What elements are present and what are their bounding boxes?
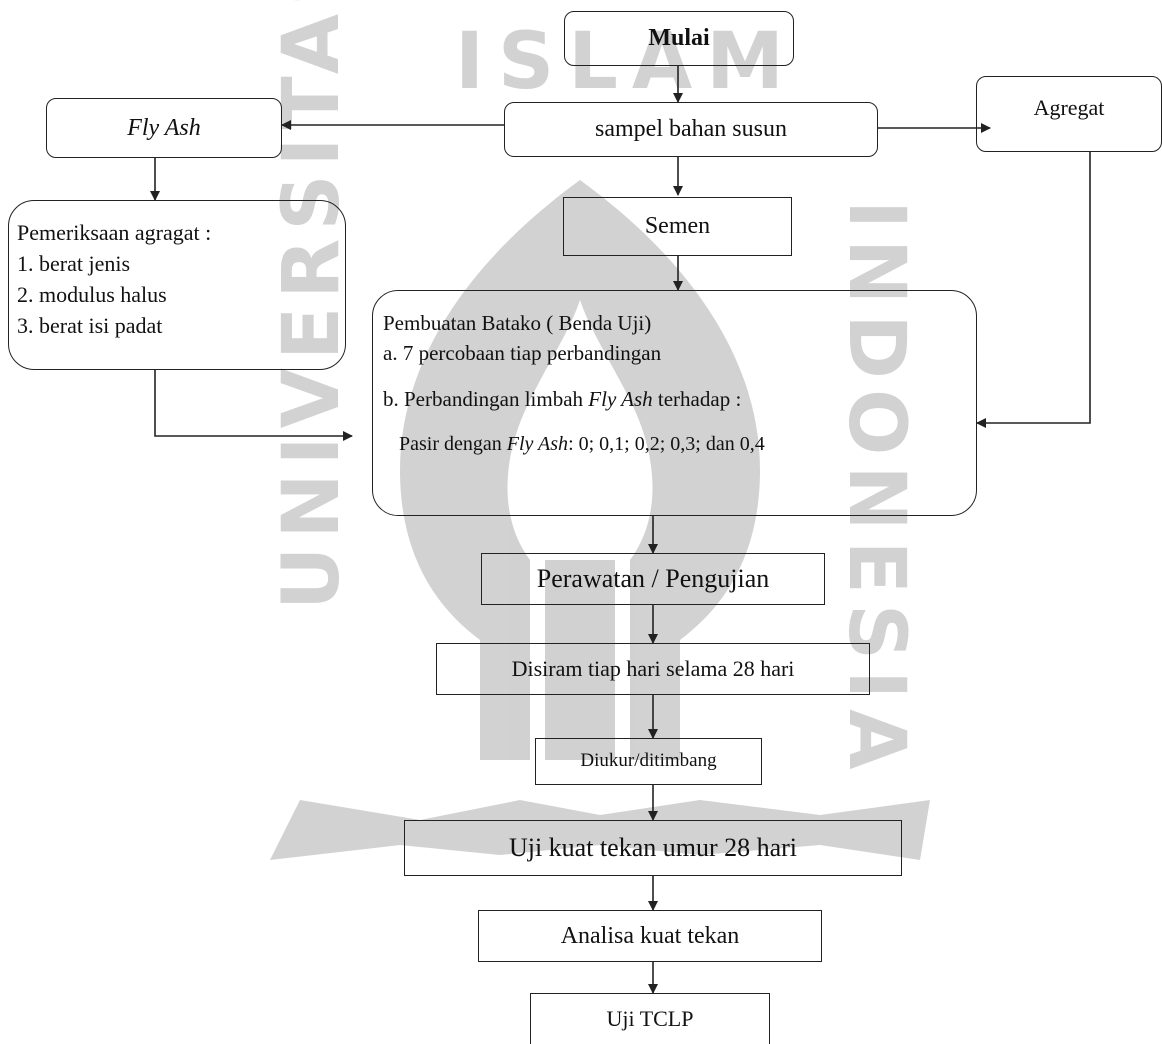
arrow-inspection-to-production (154, 370, 353, 441)
analysis-node: Analisa kuat tekan (478, 910, 822, 962)
production-line-b-text: b. Perbandingan limbah (383, 387, 589, 411)
aggregate-node: Agregat (976, 76, 1162, 152)
tclp-label: Uji TCLP (606, 1005, 694, 1031)
curing-node: Perawatan / Pengujian (481, 553, 825, 605)
cement-label: Semen (644, 213, 711, 240)
sample-node: sampel bahan susun (504, 102, 878, 157)
inspection-item: 3. berat isi padat (17, 313, 163, 338)
arrow-aggregate-to-production (976, 152, 1091, 428)
production-line-c-tail: : 0; 0,1; 0,2; 0,3; dan 0,4 (568, 433, 765, 455)
production-line-a: a. 7 percobaan tiap perbandingan (383, 341, 662, 365)
production-node: Pembuatan Batako ( Benda Uji) a. 7 perco… (372, 290, 977, 516)
compress-test-node: Uji kuat tekan umur 28 hari (404, 820, 902, 876)
compress-test-label: Uji kuat tekan umur 28 hari (508, 833, 798, 863)
tclp-node: Uji TCLP (530, 993, 770, 1044)
start-node: Mulai (564, 11, 794, 66)
aggregate-label: Agregat (1033, 95, 1105, 120)
measure-node: Diukur/ditimbang (535, 738, 762, 785)
start-label: Mulai (648, 25, 710, 52)
production-line-c: Pasir dengan Fly Ash: 0; 0,1; 0,2; 0,3; … (399, 432, 765, 456)
analysis-label: Analisa kuat tekan (560, 922, 740, 949)
inspection-item: 2. modulus halus (17, 282, 167, 307)
production-line-b-tail: terhadap : (652, 387, 742, 411)
measure-label: Diukur/ditimbang (580, 750, 717, 772)
inspection-title: Pemeriksaan agragat : (17, 220, 212, 245)
flyash-node: Fly Ash (46, 98, 282, 158)
svg-text:UNIVERSITAS: UNIVERSITAS (267, 0, 357, 610)
flyash-label: Fly Ash (127, 114, 201, 141)
production-line-c-emphasis: Fly Ash (506, 433, 569, 455)
watering-label: Disiram tiap hari selama 28 hari (511, 655, 795, 681)
svg-text:ISLAM: ISLAM (455, 17, 798, 107)
cement-node: Semen (563, 197, 792, 256)
inspection-node: Pemeriksaan agragat : 1. berat jenis 2. … (8, 200, 346, 370)
svg-text:INDONESIA: INDONESIA (831, 200, 921, 779)
sample-label: sampel bahan susun (595, 116, 787, 143)
watering-node: Disiram tiap hari selama 28 hari (436, 643, 870, 695)
inspection-item: 1. berat jenis (17, 251, 131, 276)
curing-label: Perawatan / Pengujian (536, 564, 770, 594)
production-line-c-text: Pasir dengan (399, 433, 507, 455)
production-title: Pembuatan Batako ( Benda Uji) (383, 311, 652, 335)
production-line-b: b. Perbandingan limbah Fly Ash terhadap … (383, 387, 741, 412)
production-line-b-emphasis: Fly Ash (588, 387, 653, 411)
